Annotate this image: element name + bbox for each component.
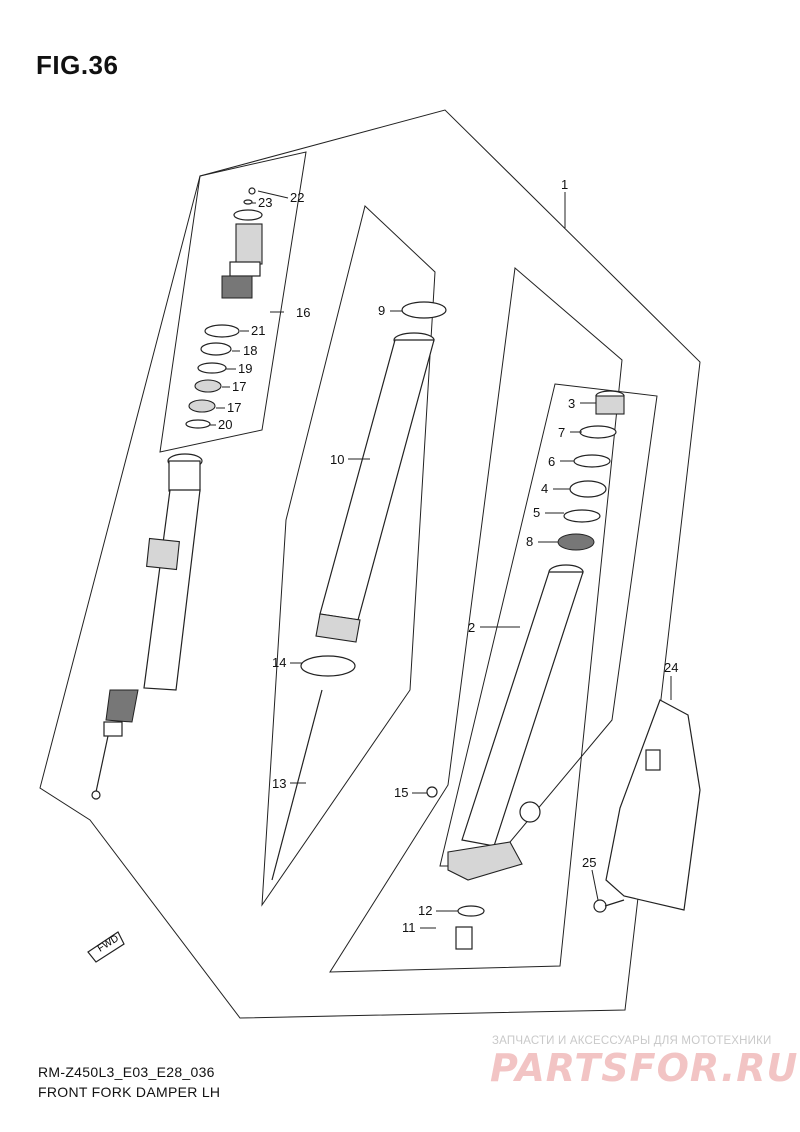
callout-4: 4 [541, 481, 548, 496]
outer-tube [271, 301, 447, 881]
callout-12: 12 [418, 903, 432, 918]
callout-9: 9 [378, 303, 385, 318]
figure-title: FIG.36 [36, 50, 119, 80]
callout-19: 19 [238, 361, 252, 376]
callout-24: 24 [664, 660, 678, 675]
callout-14: 14 [272, 655, 286, 670]
callout-18: 18 [243, 343, 257, 358]
callout-20: 20 [218, 417, 232, 432]
callout-11: 11 [402, 920, 416, 935]
callout-21: 21 [251, 323, 265, 338]
callout-7: 7 [558, 425, 565, 440]
callout-2: 2 [468, 620, 475, 635]
callout-16: 16 [296, 305, 310, 320]
callout-17a: 17 [232, 379, 246, 394]
outer-tube-frame [261, 205, 436, 907]
inner-tube-frame [329, 267, 623, 973]
damper-cartridge [91, 453, 203, 800]
callout-13: 13 [272, 776, 286, 791]
leader-lines [210, 190, 672, 929]
watermark-logo: PARTSFOR.RU [490, 1046, 799, 1090]
callout-23: 23 [258, 195, 272, 210]
seal-group-frame [439, 383, 658, 867]
reference-code: RM-Z450L3_E03_E28_036 [38, 1064, 215, 1080]
callout-10: 10 [330, 452, 344, 467]
callout-5: 5 [533, 505, 540, 520]
fwd-arrow-icon: FWD [87, 931, 125, 963]
figure-caption: FRONT FORK DAMPER LH [38, 1084, 221, 1100]
drain-bolt [426, 786, 485, 950]
callout-1: 1 [561, 177, 568, 192]
callout-6: 6 [548, 454, 555, 469]
damper-group-frame [159, 151, 307, 453]
callout-8: 8 [526, 534, 533, 549]
callout-labels: 1 2 3 7 6 4 5 8 9 10 14 13 15 11 12 16 2… [218, 177, 678, 935]
damper-head [185, 187, 263, 429]
callout-17b: 17 [227, 400, 241, 415]
callout-25: 25 [582, 855, 596, 870]
callout-3: 3 [568, 396, 575, 411]
inner-tube [447, 390, 625, 881]
callout-22: 22 [290, 190, 304, 205]
fork-guard [593, 699, 701, 913]
callout-15: 15 [394, 785, 408, 800]
assembly-outline [39, 109, 701, 1019]
watermark-tagline: ЗАПЧАСТИ И АКСЕССУАРЫ ДЛЯ МОТОТЕХНИКИ [492, 1035, 772, 1047]
